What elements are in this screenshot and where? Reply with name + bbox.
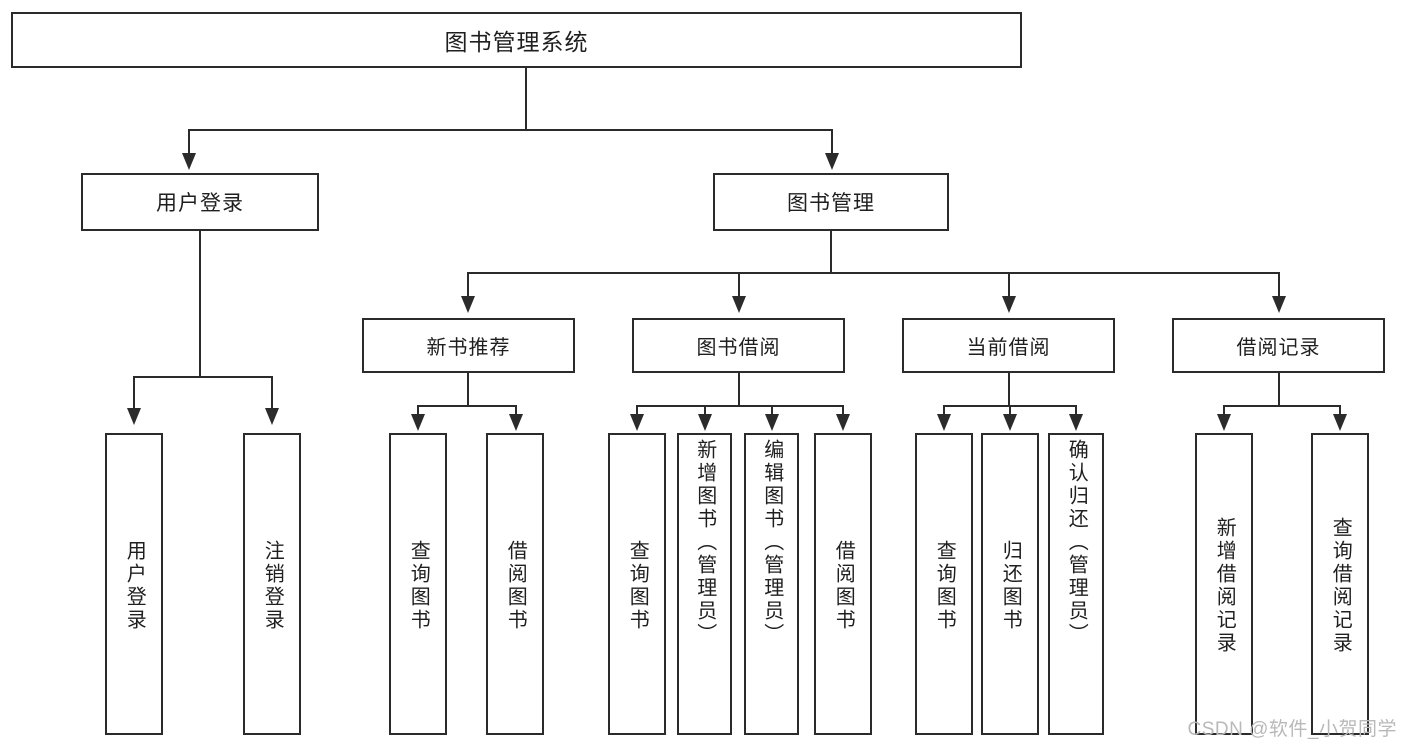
arrowhead-book-management-to-current-borrow xyxy=(1002,296,1016,313)
node-label: 新书推荐 xyxy=(426,337,511,359)
arrowhead-user-login-to-leaf-2 xyxy=(265,408,279,425)
connector-book-management-stem xyxy=(830,231,832,273)
arrowhead-root-to-book-management xyxy=(825,153,839,170)
arrowhead-current-borrow-to-leaf-2 xyxy=(1003,414,1017,431)
node-label: 图书管理 xyxy=(787,192,875,215)
node-label: 新增借阅记录 xyxy=(1213,517,1236,655)
node-root-book-management-system[interactable]: 图书管理系统 xyxy=(11,12,1022,68)
arrowhead-book-borrow-to-leaf-3 xyxy=(765,414,779,431)
connector-root-to-book-management xyxy=(831,129,833,156)
node-label: 借阅图书 xyxy=(832,540,855,632)
connector-book-management-bus xyxy=(467,272,1279,274)
connector-book-borrow-to-leaf-4 xyxy=(842,405,844,417)
connector-new-book-bus xyxy=(417,405,517,407)
arrowhead-borrow-record-to-leaf-1 xyxy=(1217,414,1231,431)
node-leaf-user-login[interactable]: 用户登录 xyxy=(105,433,163,735)
connector-book-borrow-stem xyxy=(738,373,740,406)
arrowhead-book-borrow-to-leaf-4 xyxy=(836,414,850,431)
arrowhead-new-book-to-leaf-1 xyxy=(411,414,425,431)
node-label: 图书借阅 xyxy=(696,337,781,359)
connector-book-borrow-to-leaf-3 xyxy=(771,405,773,417)
node-leaf-borrow-book-new[interactable]: 借阅图书 xyxy=(486,433,544,735)
node-leaf-query-book-current[interactable]: 查询图书 xyxy=(915,433,973,735)
connector-new-book-to-leaf-2 xyxy=(515,405,517,417)
arrowhead-borrow-record-to-leaf-2 xyxy=(1333,414,1347,431)
connector-book-borrow-bus xyxy=(636,405,844,407)
node-leaf-add-borrow-record[interactable]: 新增借阅记录 xyxy=(1195,433,1253,735)
node-label: 确认归还（管理员） xyxy=(1065,439,1088,646)
node-leaf-confirm-return[interactable]: 确认归还（管理员） xyxy=(1048,433,1104,735)
arrowhead-book-management-to-new-book xyxy=(461,296,475,313)
arrowhead-book-borrow-to-leaf-1 xyxy=(630,414,644,431)
connector-root-bus xyxy=(188,129,833,131)
node-book-management[interactable]: 图书管理 xyxy=(713,173,949,231)
arrowhead-book-management-to-book-borrow xyxy=(732,296,746,313)
connector-root-to-user-login xyxy=(188,129,190,156)
node-leaf-borrow-book-borrow[interactable]: 借阅图书 xyxy=(814,433,872,735)
connector-user-login-to-leaf-1 xyxy=(133,376,135,409)
connector-root-stem xyxy=(525,68,527,130)
node-label: 用户登录 xyxy=(156,192,244,215)
arrowhead-current-borrow-to-leaf-3 xyxy=(1069,414,1083,431)
node-leaf-query-book-borrow[interactable]: 查询图书 xyxy=(608,433,666,735)
connector-book-management-to-book-borrow xyxy=(738,272,740,299)
connector-user-login-to-leaf-2 xyxy=(271,376,273,409)
connector-borrow-record-bus xyxy=(1223,405,1341,407)
node-leaf-logout[interactable]: 注销登录 xyxy=(243,433,301,735)
node-leaf-edit-book[interactable]: 编辑图书（管理员） xyxy=(744,433,799,735)
node-label: 归还图书 xyxy=(999,540,1022,632)
arrowhead-book-borrow-to-leaf-2 xyxy=(698,414,712,431)
node-label: 借阅记录 xyxy=(1236,337,1321,359)
node-label: 图书管理系统 xyxy=(444,29,589,55)
node-label: 查询借阅记录 xyxy=(1329,517,1352,655)
node-leaf-query-borrow-record[interactable]: 查询借阅记录 xyxy=(1311,433,1369,735)
node-new-book-recommend[interactable]: 新书推荐 xyxy=(362,318,575,373)
connector-current-borrow-to-leaf-3 xyxy=(1075,405,1077,417)
connector-book-borrow-to-leaf-2 xyxy=(704,405,706,417)
connector-current-borrow-to-leaf-1 xyxy=(943,405,945,417)
connector-borrow-record-stem xyxy=(1278,373,1280,406)
node-label: 用户登录 xyxy=(123,540,146,632)
connector-current-borrow-to-leaf-2 xyxy=(1009,405,1011,417)
connector-current-borrow-stem xyxy=(1008,373,1010,406)
connector-new-book-to-leaf-1 xyxy=(417,405,419,417)
node-label: 查询图书 xyxy=(933,540,956,632)
connector-borrow-record-to-leaf-1 xyxy=(1223,405,1225,417)
arrowhead-root-to-user-login xyxy=(182,153,196,170)
arrowhead-current-borrow-to-leaf-1 xyxy=(937,414,951,431)
node-leaf-return-book[interactable]: 归还图书 xyxy=(981,433,1039,735)
connector-book-management-to-borrow-record xyxy=(1278,272,1280,299)
node-label: 当前借阅 xyxy=(966,337,1051,359)
connector-book-management-to-new-book xyxy=(467,272,469,299)
node-leaf-add-book[interactable]: 新增图书（管理员） xyxy=(677,433,732,735)
arrowhead-book-management-to-borrow-record xyxy=(1272,296,1286,313)
arrowhead-user-login-to-leaf-1 xyxy=(127,408,141,425)
arrowhead-new-book-to-leaf-2 xyxy=(509,414,523,431)
connector-book-borrow-to-leaf-1 xyxy=(636,405,638,417)
node-label: 新增图书（管理员） xyxy=(693,439,716,646)
connector-book-management-to-current-borrow xyxy=(1008,272,1010,299)
node-leaf-query-book-new[interactable]: 查询图书 xyxy=(389,433,447,735)
csdn-watermark: CSDN @软件_小贺同学 xyxy=(1187,719,1397,740)
connector-user-login-bus xyxy=(133,376,273,378)
connector-new-book-stem xyxy=(467,373,469,406)
connector-borrow-record-to-leaf-2 xyxy=(1339,405,1341,417)
node-label: 查询图书 xyxy=(407,540,430,632)
node-label: 借阅图书 xyxy=(504,540,527,632)
node-label: 注销登录 xyxy=(261,540,284,632)
node-book-borrow[interactable]: 图书借阅 xyxy=(632,318,845,373)
connector-user-login-stem xyxy=(199,231,201,377)
node-user-login[interactable]: 用户登录 xyxy=(81,173,319,231)
node-borrow-record[interactable]: 借阅记录 xyxy=(1172,318,1385,373)
node-label: 查询图书 xyxy=(626,540,649,632)
node-current-borrow[interactable]: 当前借阅 xyxy=(902,318,1115,373)
node-label: 编辑图书（管理员） xyxy=(760,439,783,646)
